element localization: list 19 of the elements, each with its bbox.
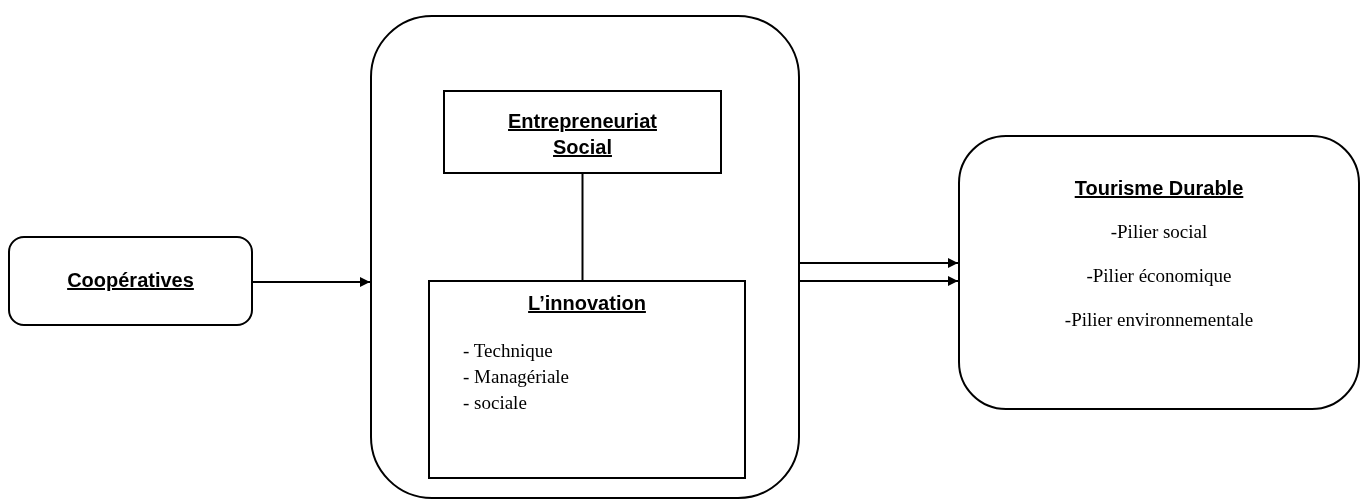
process-box (443, 90, 722, 174)
list-item: -Pilier économique (1086, 264, 1232, 288)
node-heading: Coopératives (67, 268, 194, 293)
node-heading: L’innovation (528, 291, 646, 316)
list-item: - Managériale (463, 365, 570, 389)
list-item: - Technique (463, 339, 553, 363)
process-box (958, 135, 1360, 410)
process-box (8, 236, 253, 326)
list-item: - sociale (463, 391, 527, 415)
list-item: -Pilier social (1110, 220, 1208, 244)
container-box (370, 15, 800, 499)
process-box (428, 280, 746, 479)
node-heading: Tourisme Durable (1074, 176, 1244, 201)
list-item: -Pilier environnementale (1064, 308, 1254, 332)
node-heading: Entrepreneuriat Social (507, 109, 658, 160)
connector-line (581, 173, 584, 281)
arrow (799, 276, 959, 286)
arrow (799, 258, 959, 268)
arrow (252, 277, 371, 287)
